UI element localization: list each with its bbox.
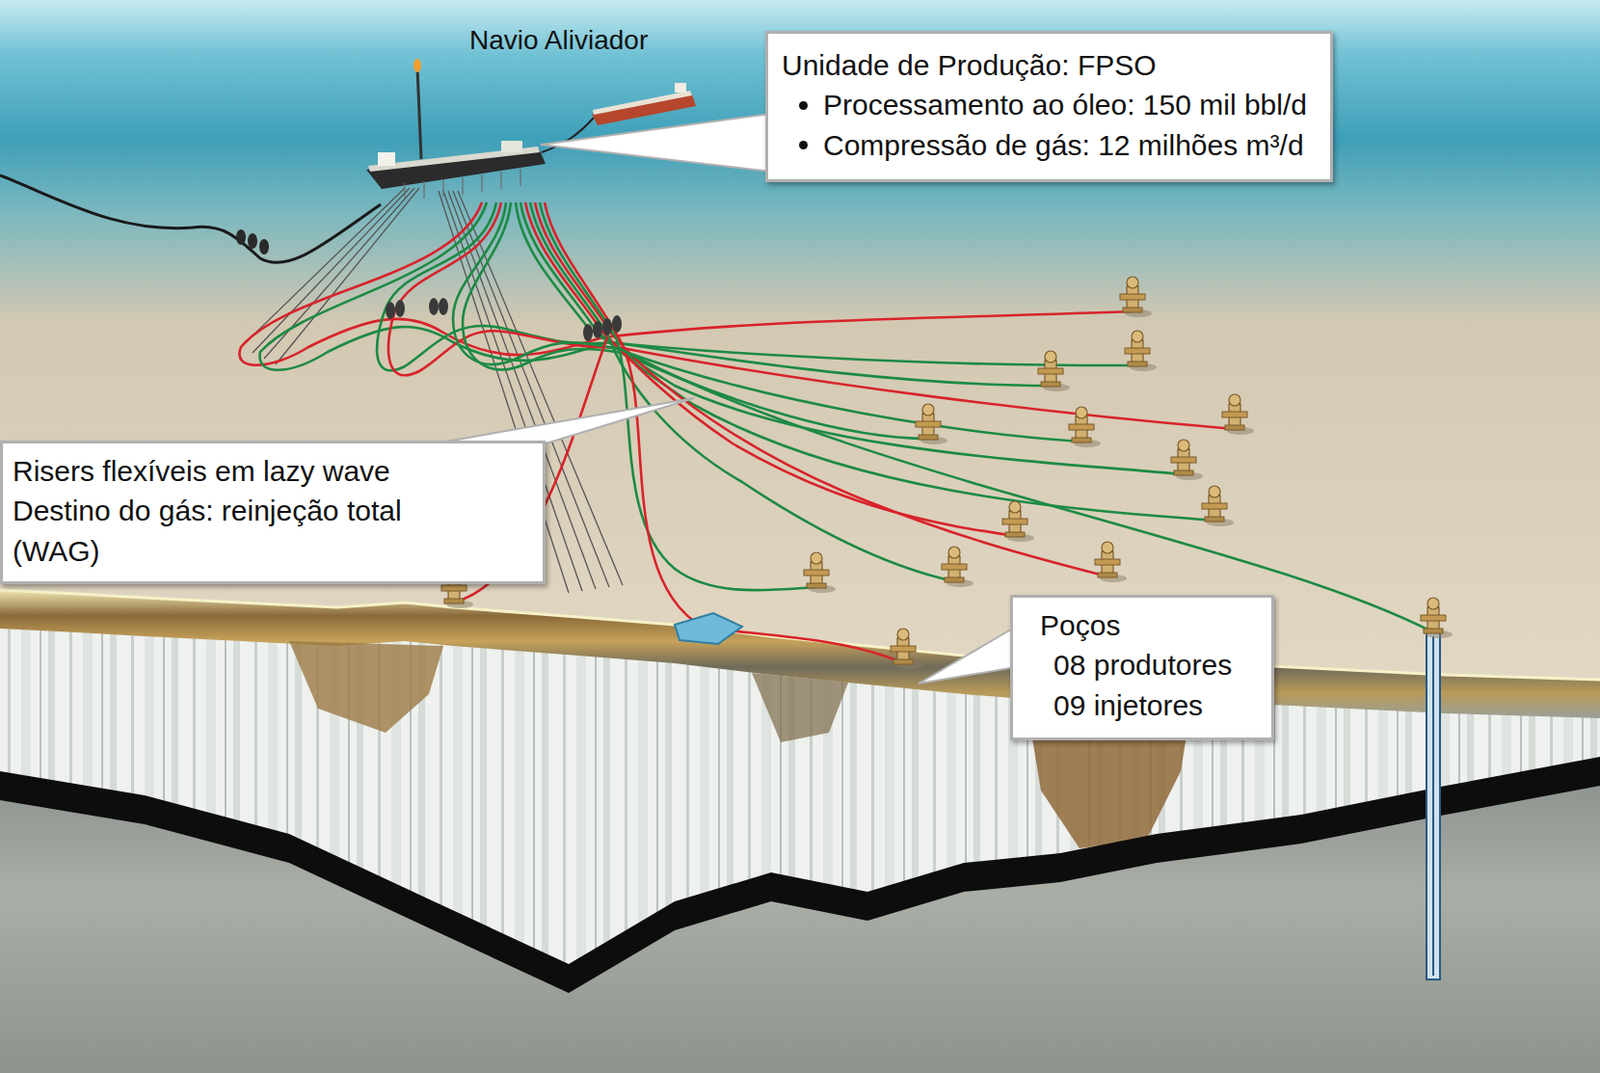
manifold — [674, 613, 743, 644]
buoyancy-modules — [385, 297, 622, 342]
shuttle-tanker — [591, 82, 696, 126]
wellhead — [915, 403, 948, 445]
fpso-callout: Unidade de Produção: FPSOProcessamento a… — [765, 30, 1334, 183]
callout-heading: Unidade de Produção: FPSO — [781, 45, 1307, 85]
wellhead — [1124, 330, 1157, 372]
export-line — [0, 175, 381, 263]
risers-callout: Risers flexíveis em lazy waveDestino do … — [0, 440, 546, 585]
wellhead — [1171, 439, 1203, 480]
wellhead — [1201, 485, 1234, 527]
callout-text: Compressão de gás: 12 milhões m³/d — [823, 125, 1305, 165]
production-line — [534, 202, 1108, 577]
callout-text: 09 injetores — [1040, 685, 1233, 725]
wellhead — [1420, 597, 1453, 639]
callout-text: 08 produtores — [1040, 644, 1233, 685]
bullet-dot — [799, 101, 808, 110]
production-line — [239, 202, 1133, 366]
callout-text: Risers flexíveis em lazy wave — [12, 451, 476, 491]
wellhead — [1068, 406, 1101, 448]
reservoir — [0, 756, 1600, 993]
well-bore — [1432, 636, 1435, 976]
production-line — [525, 202, 1015, 536]
injection-line — [530, 202, 955, 582]
well-bore — [1426, 632, 1440, 980]
injection-line — [539, 202, 817, 590]
wellhead — [1120, 276, 1152, 318]
injection-line — [616, 346, 1434, 633]
callout-text: Destino do gás: reinjeção total (WAG) — [12, 490, 476, 571]
vessel-label: Navio Aliviador — [469, 25, 648, 56]
wellhead — [1222, 394, 1254, 435]
sediment-pocket — [751, 672, 849, 743]
wellhead — [941, 546, 974, 587]
injection-line — [260, 202, 1138, 371]
callout-heading: Poços — [1040, 605, 1233, 645]
seabed-edge — [0, 589, 1600, 680]
bullet-row: Processamento ao óleo: 150 mil bbl/d — [781, 84, 1307, 125]
production-line — [388, 202, 1235, 429]
wellhead — [1094, 541, 1127, 583]
wellhead — [1002, 501, 1035, 542]
fpso — [366, 58, 546, 201]
callout-pointer — [424, 398, 694, 446]
injection-line — [376, 202, 1051, 386]
wellhead — [1038, 350, 1070, 392]
callout-text: Processamento ao óleo: 150 mil bbl/d — [823, 84, 1307, 125]
bullet-dot — [799, 140, 808, 150]
sediment-pocket — [289, 640, 444, 733]
callout-pointer — [918, 626, 1016, 684]
callout-pointer — [540, 113, 772, 172]
injection-line — [520, 202, 1215, 521]
bullet-row: Compressão de gás: 12 milhões m³/d — [781, 125, 1307, 165]
buoys — [236, 229, 269, 255]
wellhead — [803, 552, 836, 593]
wells-callout: Poços08 produtores09 injetores — [1010, 594, 1275, 741]
wellhead — [890, 628, 923, 669]
